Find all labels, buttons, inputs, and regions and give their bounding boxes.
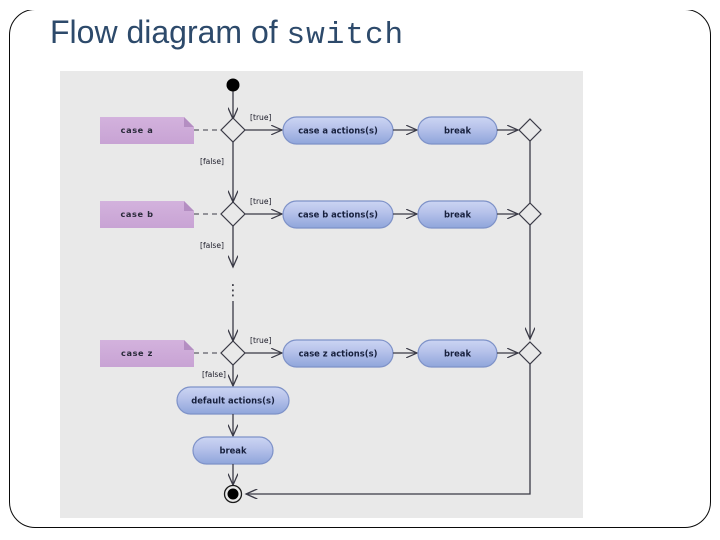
decision-node-b	[220, 201, 246, 227]
note-case-z: case z	[100, 340, 194, 367]
flow-diagram-image: case a [true] [false] case a actions(s) …	[60, 71, 583, 518]
action-case-z: case z actions(s)	[282, 339, 394, 368]
note-case-a: case a	[100, 117, 194, 144]
note-case-z-label: case z	[121, 348, 153, 358]
break-case-a: break	[417, 116, 498, 145]
action-case-b-label: case b actions(s)	[298, 210, 378, 220]
vertical-ellipsis: ⋮	[226, 281, 241, 299]
break-case-b-label: break	[444, 210, 471, 220]
page-title: Flow diagram of switch	[50, 14, 404, 53]
break-case-z: break	[417, 339, 498, 368]
note-case-a-label: case a	[121, 125, 154, 135]
break-case-b: break	[417, 200, 498, 229]
break-case-z-label: break	[444, 349, 471, 359]
edge-merge-z-to-final	[246, 364, 531, 494]
break-case-a-label: break	[444, 126, 471, 136]
merge-node-a	[518, 118, 542, 142]
action-default: default actions(s)	[176, 386, 290, 415]
action-case-a: case a actions(s)	[282, 116, 394, 145]
action-case-a-label: case a actions(s)	[298, 126, 378, 136]
break-default-label: break	[219, 446, 246, 456]
break-default: break	[192, 436, 274, 465]
decision-node-z	[220, 340, 246, 366]
final-node	[223, 484, 243, 504]
guard-false-b: [false]	[200, 241, 224, 250]
decision-node-a	[220, 117, 246, 143]
merge-node-z	[518, 341, 542, 365]
note-case-b-label: case b	[120, 209, 153, 219]
initial-node	[226, 78, 240, 92]
page-title-text: Flow diagram of	[50, 14, 287, 50]
merge-node-b	[518, 202, 542, 226]
action-case-z-label: case z actions(s)	[299, 349, 378, 359]
action-default-label: default actions(s)	[191, 396, 275, 406]
frame-mask-right	[712, 0, 720, 540]
guard-true-z: [true]	[250, 336, 272, 345]
guard-true-b: [true]	[250, 197, 272, 206]
guard-true-a: [true]	[250, 113, 272, 122]
guard-false-z: [false]	[202, 370, 226, 379]
action-case-b: case b actions(s)	[282, 200, 394, 229]
page-title-keyword: switch	[286, 18, 405, 53]
note-case-b: case b	[100, 201, 194, 228]
guard-false-a: [false]	[200, 157, 224, 166]
frame-mask-top	[0, 0, 720, 10]
